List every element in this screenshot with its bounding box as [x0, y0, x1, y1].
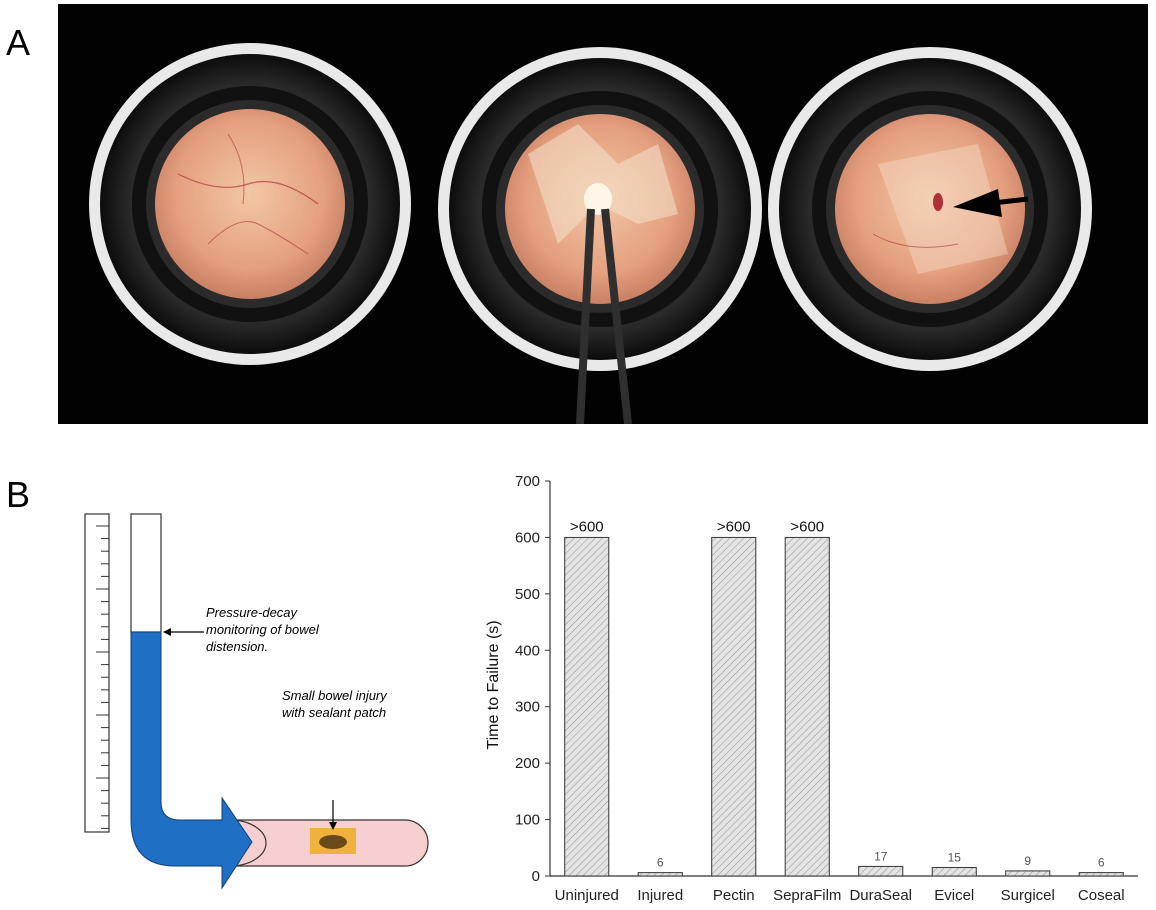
bar-surgicel [1005, 870, 1051, 877]
bar-duraseal [858, 865, 904, 877]
arrow-icon [953, 189, 1029, 217]
x-tick-label: Pectin [713, 887, 755, 904]
bar-coseal [1078, 872, 1124, 877]
y-tick-label: 500 [515, 586, 540, 603]
y-tick-label: 700 [515, 473, 540, 490]
bar-uninjured [564, 536, 610, 877]
bar-seprafilm [784, 536, 830, 877]
bar-injured [637, 872, 683, 877]
manometer-tube [130, 513, 162, 633]
pressure-annotation: Pressure-decay monitoring of bowel diste… [206, 605, 319, 654]
bar-pectin [711, 536, 757, 877]
data-label: 17 [874, 849, 888, 863]
data-label: 6 [657, 856, 664, 870]
data-label: >600 [717, 518, 751, 535]
data-label: >600 [790, 518, 824, 535]
y-axis-title: Time to Failure (s) [485, 620, 502, 749]
fluid-column [130, 631, 253, 890]
y-tick-label: 300 [515, 699, 540, 716]
y-axis: 0 100 200 300 400 500 600 700 [515, 473, 551, 885]
x-axis: Uninjured Injured Pectin SepraFilm DuraSeal E… [550, 875, 1138, 904]
x-tick-label: Surgicel [1001, 887, 1055, 904]
x-tick-label: Evicel [934, 887, 974, 904]
y-tick-label: 600 [515, 529, 540, 546]
ruler [84, 513, 110, 833]
chamber-uninjured [89, 43, 411, 365]
x-tick-label: DuraSeal [849, 887, 912, 904]
data-label: 6 [1098, 856, 1105, 870]
data-label: >600 [570, 518, 604, 535]
y-tick-label: 200 [515, 755, 540, 772]
panel-label-a: A [6, 22, 31, 63]
pressure-decay-schematic [84, 513, 429, 890]
data-label: 15 [948, 851, 962, 865]
bar-series: >600 6 >600 >600 17 15 9 6 [564, 518, 1124, 877]
chamber-sealed [768, 47, 1092, 371]
y-tick-label: 0 [532, 868, 540, 885]
panel-label-b: B [6, 474, 31, 515]
bar-evicel [931, 867, 977, 877]
bowel-chamber-photo [58, 4, 1148, 424]
x-tick-label: Uninjured [555, 887, 619, 904]
data-label: 9 [1024, 854, 1031, 868]
chamber-injured [438, 47, 762, 424]
x-tick-label: Coseal [1078, 887, 1125, 904]
x-tick-label: SepraFilm [773, 887, 841, 904]
y-tick-label: 400 [515, 642, 540, 659]
time-to-failure-chart: Time to Failure (s) 0 100 200 300 400 500 600 7… [485, 473, 1138, 904]
x-tick-label: Injured [637, 887, 683, 904]
injury-annotation: Small bowel injury with sealant patch [282, 688, 387, 720]
y-tick-label: 100 [515, 812, 540, 829]
